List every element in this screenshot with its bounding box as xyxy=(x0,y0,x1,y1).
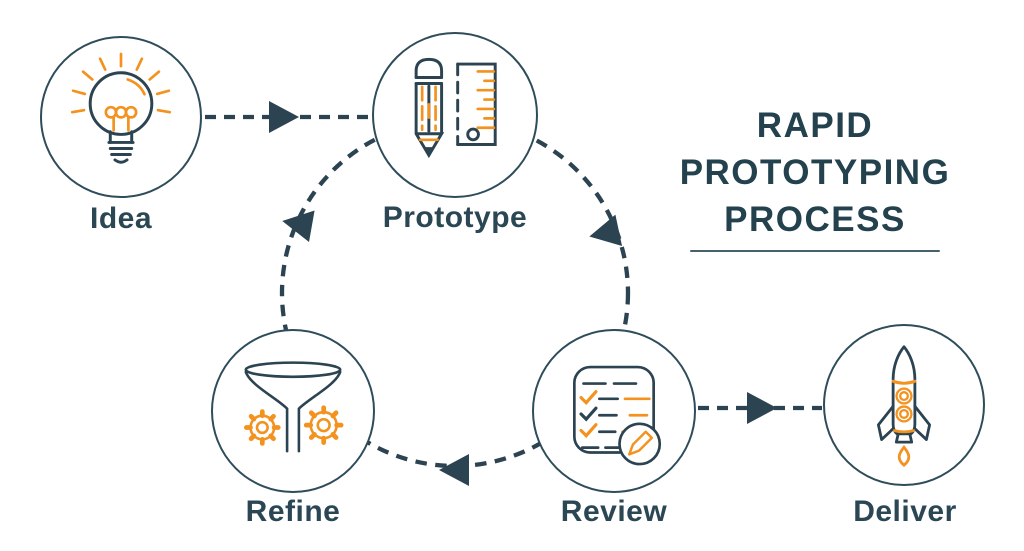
title-line-3: PROCESS xyxy=(724,200,906,239)
node-label-review: Review xyxy=(560,495,668,528)
diagram-title: RAPID PROTOTYPING PROCESS xyxy=(660,102,970,252)
cycle-arc-prototype-review-refine xyxy=(279,117,631,469)
title-line-2: PROTOTYPING xyxy=(679,153,951,192)
node-idea xyxy=(40,36,202,198)
title-line-1: RAPID xyxy=(756,106,874,145)
node-refine xyxy=(211,329,375,493)
arrowhead-right-icon xyxy=(747,392,777,424)
lightbulb-icon xyxy=(70,52,172,164)
node-review xyxy=(532,329,696,493)
pencil-and-ruler-icon xyxy=(414,57,497,159)
arrowhead-review-to-refine-icon xyxy=(439,454,469,486)
node-label-deliver: Deliver xyxy=(853,495,957,528)
node-label-refine: Refine xyxy=(245,495,341,528)
title-underline xyxy=(690,250,940,252)
node-deliver xyxy=(823,324,985,486)
funnel-and-gears-icon xyxy=(244,361,344,453)
arrow-review-to-deliver xyxy=(698,392,822,424)
rocket-icon xyxy=(876,345,932,467)
node-prototype xyxy=(372,32,538,198)
checklist-icon xyxy=(573,365,662,466)
arrowhead-prototype-to-review-icon xyxy=(589,214,623,246)
node-label-idea: Idea xyxy=(89,202,153,235)
arrowhead-right-icon xyxy=(269,101,299,133)
arrow-idea-to-prototype xyxy=(205,101,371,133)
node-label-prototype: Prototype xyxy=(382,201,528,234)
arrowhead-refine-to-prototype-icon xyxy=(282,210,315,243)
